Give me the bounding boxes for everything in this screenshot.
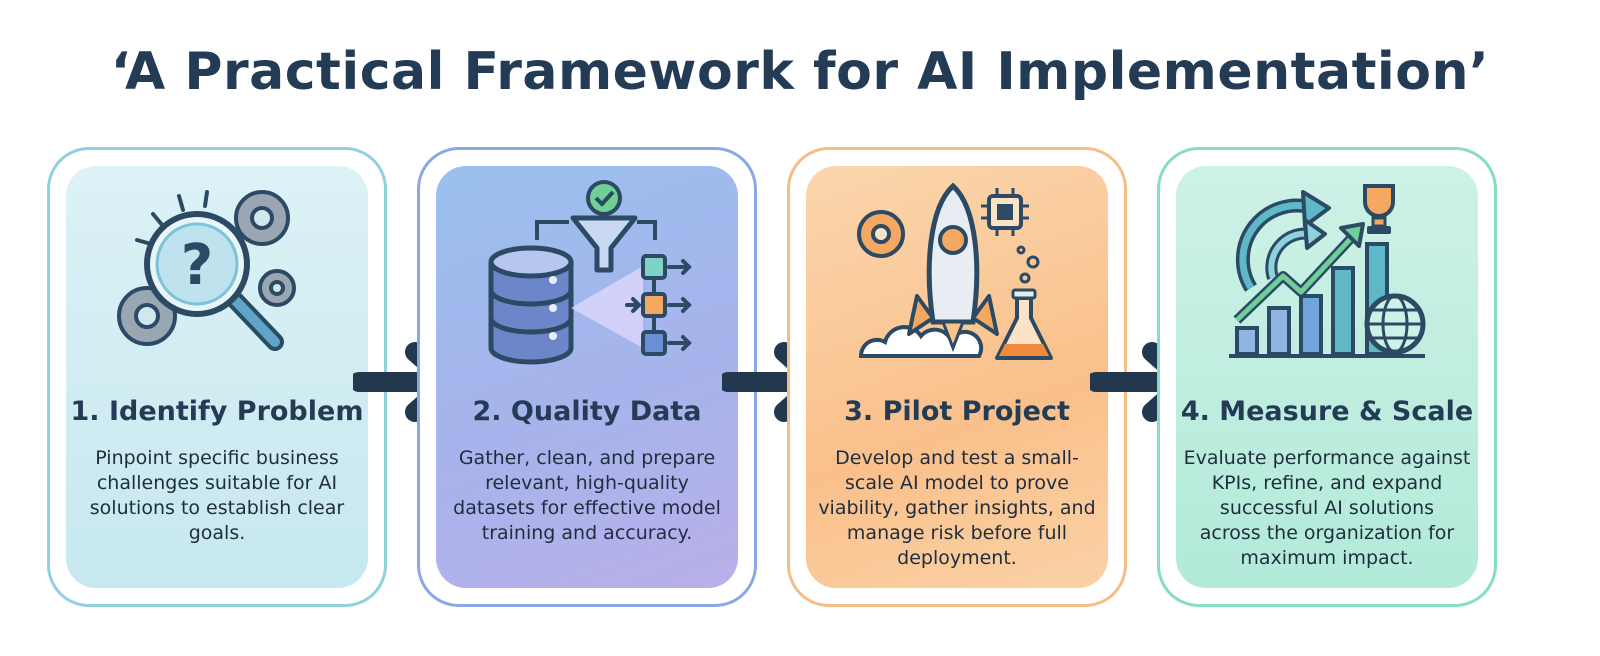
database-funnel-icon [477, 178, 697, 378]
step-title-measure-scale: 4. Measure & Scale [1180, 396, 1474, 427]
svg-text:?: ? [181, 233, 213, 298]
step-description-quality-data: Gather, clean, and prepare relevant, hig… [453, 447, 721, 544]
page-title: ‘A Practical Framework for AI Implementa… [110, 42, 1490, 102]
step-description-measure-scale: Evaluate performance against KPIs, refin… [1183, 447, 1471, 569]
growth-chart-trophy-icon [1217, 178, 1437, 378]
step-card-background [1176, 166, 1478, 588]
step-title-identify-problem: 1. Identify Problem [70, 396, 364, 427]
step-title-quality-data: 2. Quality Data [472, 396, 702, 427]
step-card-measure-scale [1157, 147, 1497, 607]
step-description-pilot-project: Develop and test a small- scale AI model… [818, 447, 1096, 569]
step-description-identify-problem: Pinpoint specific business challenges su… [89, 447, 345, 544]
magnifier-question-gears-icon: ? [107, 178, 327, 378]
rocket-flask-icon [847, 178, 1067, 378]
step-title-pilot-project: 3. Pilot Project [844, 396, 1070, 427]
